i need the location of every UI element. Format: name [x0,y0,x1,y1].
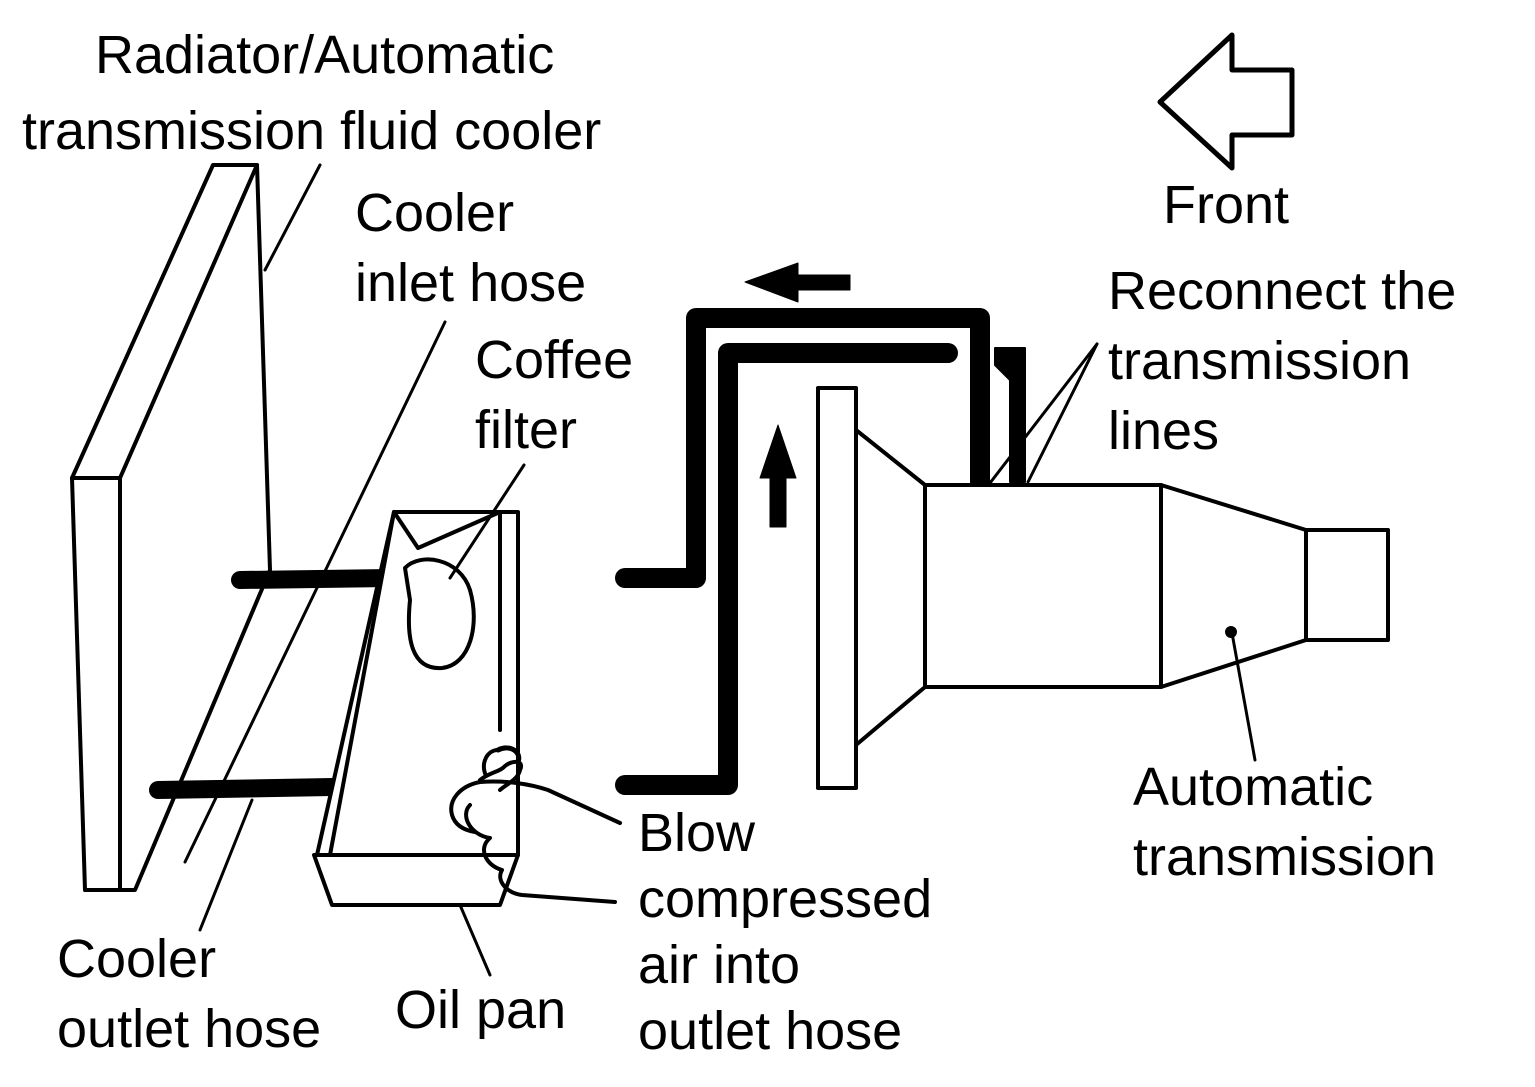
label-coffee-filter: Coffee filter [475,325,633,465]
transmission-leader-dot [1225,626,1237,638]
label-auto-trans-line2: transmission [1133,827,1437,887]
label-reconnect-line1: Reconnect the [1108,261,1457,321]
label-cooler-inlet-line1: Cooler [355,183,515,243]
label-cooler-outlet-hose: Cooler outlet hose [57,924,321,1064]
label-blow-line2: compressed [638,869,933,929]
label-front: Front [1163,170,1289,240]
label-blow-line1: Blow [638,803,756,863]
label-reconnect-line3: lines [1108,401,1220,461]
label-reconnect-lines: Reconnect the transmission lines [1108,256,1456,466]
hand-with-air-nozzle [449,745,622,904]
label-front-text: Front [1163,175,1290,235]
label-automatic-transmission: Automatic transmission [1133,752,1436,892]
label-oil-pan-text: Oil pan [395,980,567,1040]
label-cooler-outlet-line2: outlet hose [57,999,322,1059]
automatic-transmission [816,386,1390,790]
label-cooler-outlet-line1: Cooler [57,929,217,989]
label-blow-line3: air into [638,935,801,995]
label-blow-line4: outlet hose [638,1001,903,1061]
label-radiator-cooler: Radiator/Automatic [95,20,554,90]
radiator-cooler-panel [70,163,272,892]
coffee-filter [403,557,476,671]
label-radiator-line2: transmission fluid cooler [22,101,602,161]
front-direction-arrow [1157,32,1295,171]
label-radiator-line1: Radiator/Automatic [95,25,555,85]
label-auto-trans-line1: Automatic [1133,757,1374,817]
label-oil-pan: Oil pan [395,975,566,1045]
label-reconnect-line2: transmission [1108,331,1412,391]
label-coffee-filter-line2: filter [475,400,578,460]
flow-arrows [744,262,851,528]
label-radiator-cooler-2: transmission fluid cooler [22,96,601,166]
label-blow-compressed-air: Blow compressed air into outlet hose [638,800,932,1064]
label-coffee-filter-line1: Coffee [475,330,634,390]
label-cooler-inlet-line2: inlet hose [355,253,587,313]
leader-lines [183,163,1257,977]
label-cooler-inlet-hose: Cooler inlet hose [355,178,586,318]
